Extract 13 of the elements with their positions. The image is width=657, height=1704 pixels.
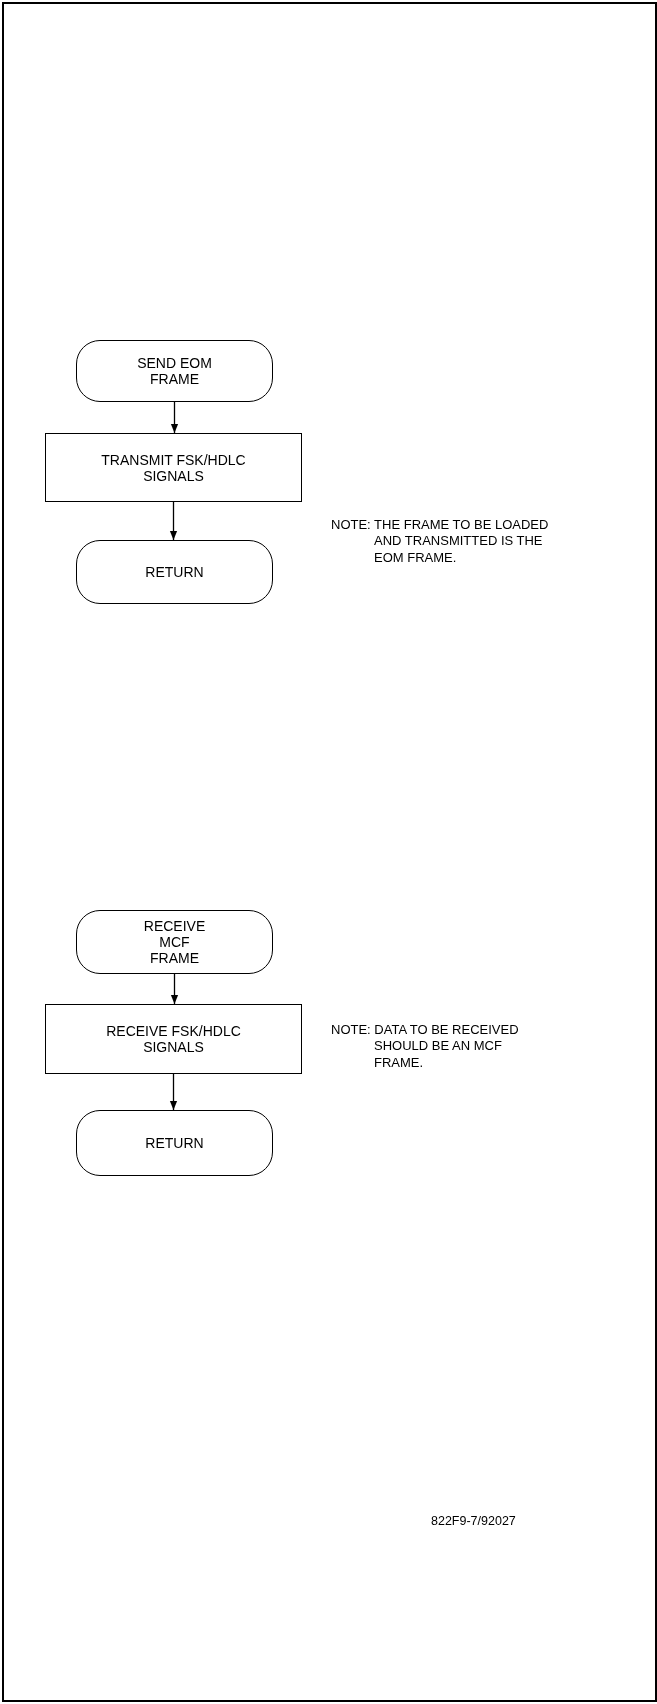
terminal-box: SEND EOM FRAME bbox=[76, 340, 273, 402]
arrow bbox=[169, 1073, 178, 1111]
figure-number: 822F9-7/92027 bbox=[431, 1514, 517, 1528]
terminal-box: RETURN bbox=[76, 540, 273, 604]
note-text: NOTE: DATA TO BE RECEIVED SHOULD BE AN MCF FRAME. bbox=[331, 1022, 520, 1071]
note-text: NOTE: THE FRAME TO BE LOADED AND TRANSMITTED IS THE EOM FRAME. bbox=[331, 517, 550, 566]
terminal-box: RETURN bbox=[76, 1110, 273, 1176]
arrow bbox=[170, 401, 179, 434]
process-box: TRANSMIT FSK/HDLC SIGNALS bbox=[45, 433, 302, 502]
arrow bbox=[169, 501, 178, 541]
terminal-box: RECEIVE MCF FRAME bbox=[76, 910, 273, 974]
process-box: RECEIVE FSK/HDLC SIGNALS bbox=[45, 1004, 302, 1074]
arrow bbox=[170, 973, 179, 1005]
